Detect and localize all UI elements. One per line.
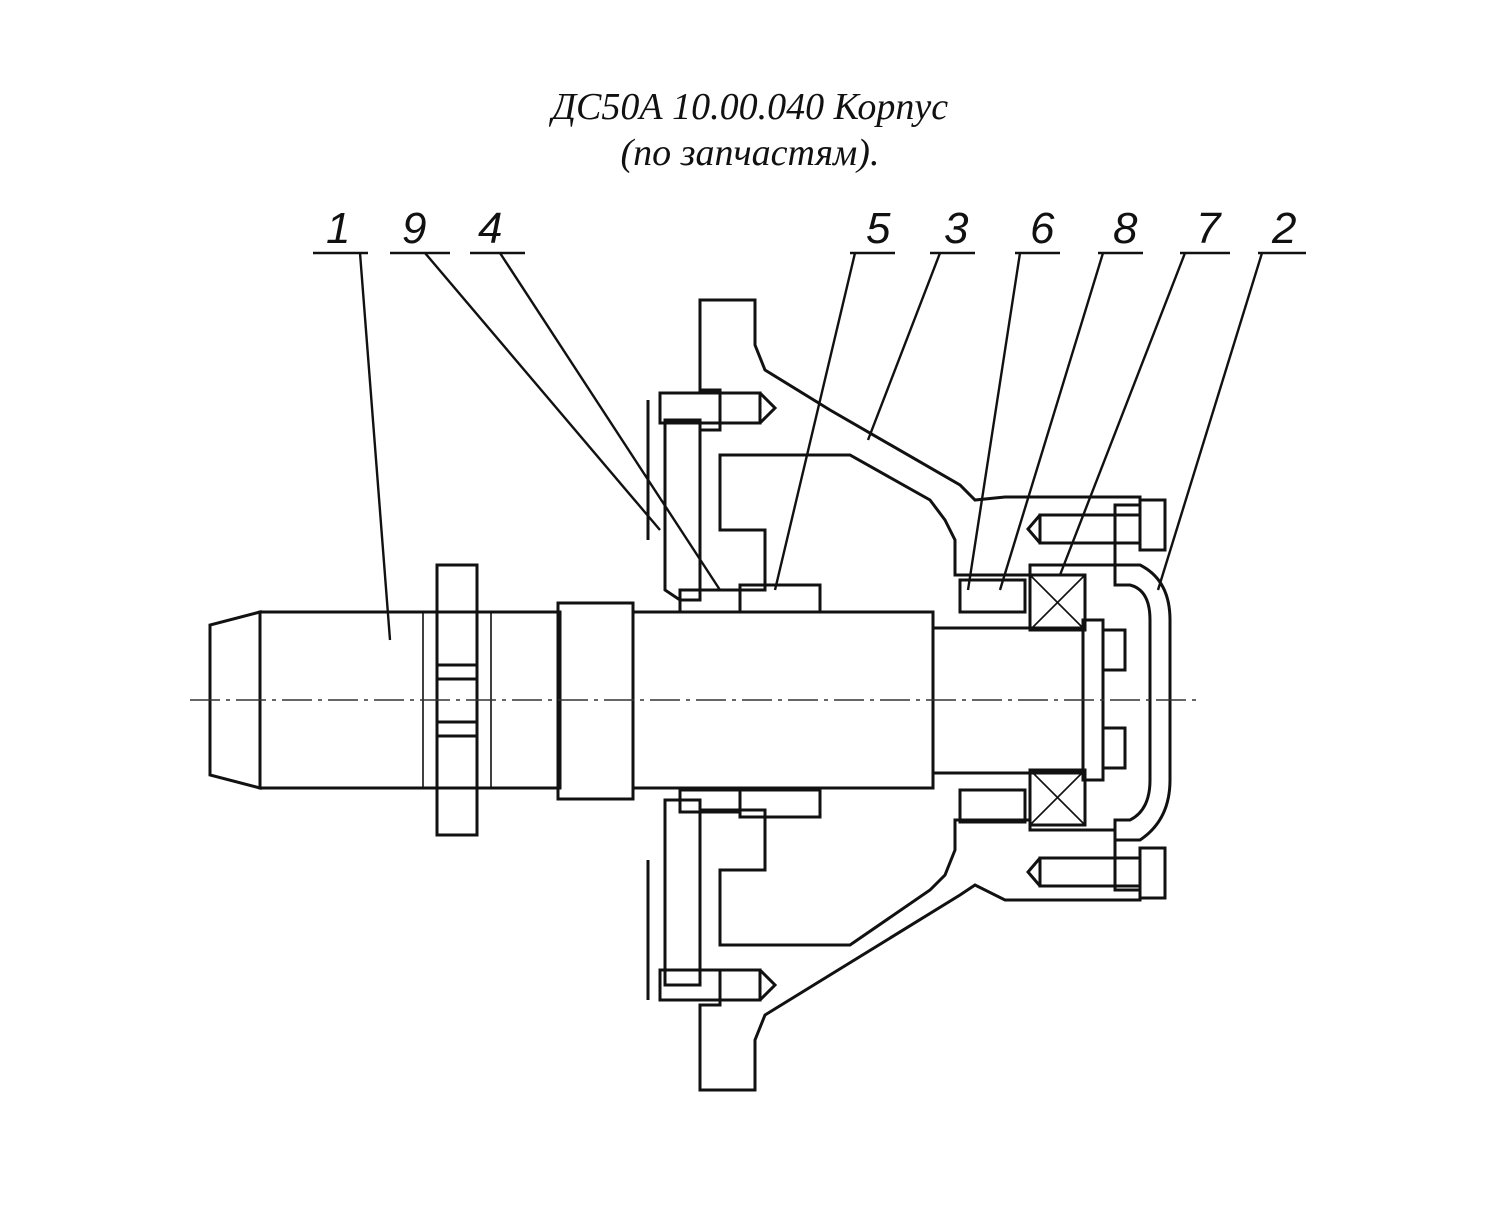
callout-label-1: 1 — [326, 204, 350, 253]
callout-label-8: 8 — [1113, 204, 1138, 253]
callout-6: 6 — [966, 204, 1060, 591]
callout-9: 9 — [390, 204, 661, 531]
callout-label-5: 5 — [866, 204, 891, 253]
seal — [958, 578, 1027, 824]
callout-label-6: 6 — [1030, 204, 1055, 253]
callout-3: 3 — [866, 204, 975, 441]
callout-label-9: 9 — [402, 204, 426, 253]
title-line-2: (по запчастям). — [620, 132, 880, 174]
bushing — [678, 583, 822, 819]
callout-1: 1 — [313, 204, 392, 641]
bearing — [1028, 573, 1087, 827]
flange-plate — [646, 400, 702, 1000]
callout-label-7: 7 — [1196, 204, 1222, 253]
title-line-1: ДС50А 10.00.040 Корпус — [551, 86, 949, 128]
callout-2: 2 — [1156, 204, 1306, 591]
callout-7: 7 — [1058, 204, 1230, 576]
callout-label-3: 3 — [944, 204, 969, 253]
callout-label-2: 2 — [1271, 204, 1296, 253]
end-cap — [1113, 563, 1172, 842]
shaft — [190, 563, 1200, 837]
callout-5: 5 — [773, 204, 895, 591]
callout-label-4: 4 — [478, 204, 502, 253]
drawing-title: ДС50А 10.00.040 Корпус (по запчастям). — [0, 84, 1500, 176]
housing-lower — [658, 808, 1167, 1092]
housing-upper — [658, 298, 1167, 592]
callout-8: 8 — [998, 204, 1143, 591]
callouts: 1 9 4 5 3 6 8 — [313, 204, 1306, 641]
callout-4: 4 — [470, 204, 722, 591]
